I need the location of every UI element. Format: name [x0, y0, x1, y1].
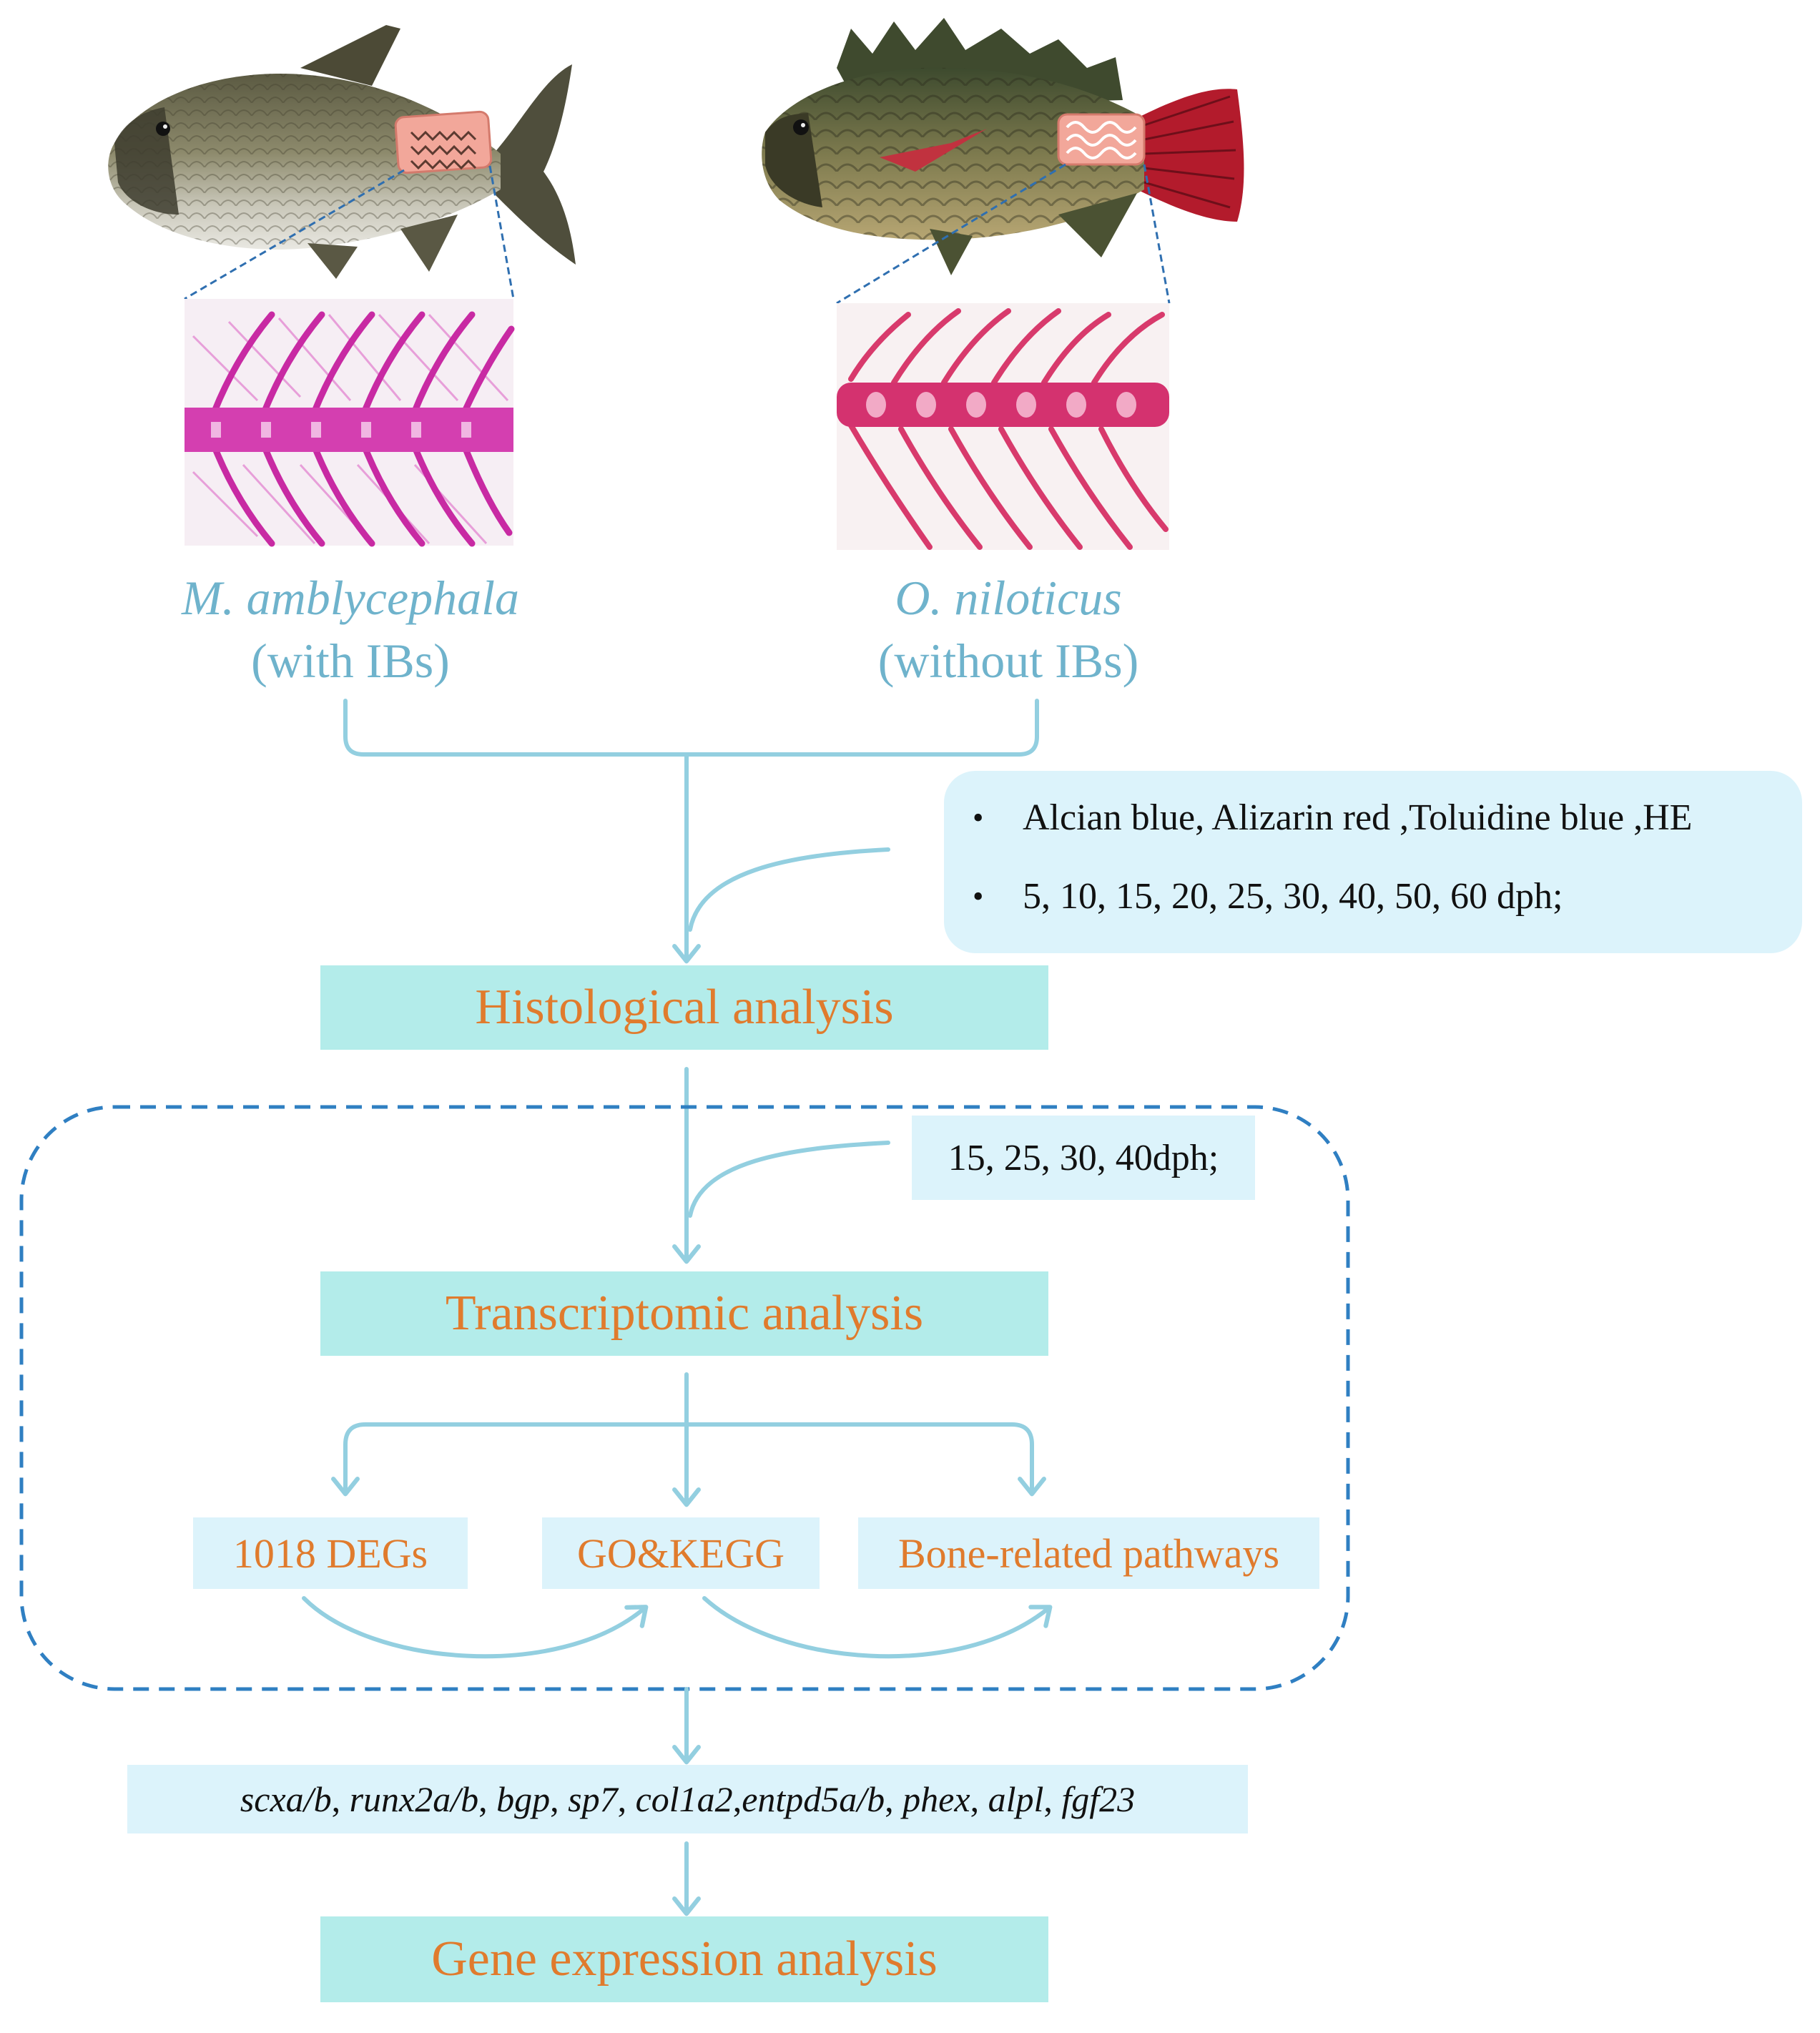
stained-skeleton-image-left	[185, 299, 515, 547]
tilapia-fish-icon	[762, 18, 1244, 275]
staining-methods: Alcian blue, Alizarin red ,Toluidine blu…	[1023, 797, 1693, 838]
bone-pathways-box: Bone-related pathways	[858, 1517, 1319, 1589]
histological-analysis-title: Histological analysis	[475, 980, 894, 1035]
go-kegg-box: GO&KEGG	[542, 1517, 820, 1589]
species-note: (with IBs)	[251, 634, 450, 688]
stained-skeleton-image-right	[837, 303, 1169, 550]
transcriptome-timepoints: 15, 25, 30, 40dph;	[948, 1137, 1219, 1178]
gene-expression-title: Gene expression analysis	[431, 1931, 938, 1987]
bullet-icon: •	[973, 878, 984, 914]
degs-label: 1018 DEGs	[232, 1530, 428, 1577]
gene-item: alpl	[988, 1779, 1044, 1819]
species-name: O. niloticus	[895, 571, 1122, 625]
species-label-left: M. amblycephala (with IBs)	[93, 566, 608, 692]
histology-timepoints: 5, 10, 15, 20, 25, 30, 40, 50, 60 dph;	[1023, 875, 1563, 917]
transcriptome-branch-connector	[331, 1372, 1046, 1507]
candidate-genes-box: scxa/b, runx2a/b, bgp, sp7, col1a2, entp…	[127, 1765, 1248, 1833]
transcriptome-timepoints-box: 15, 25, 30, 40dph;	[912, 1116, 1255, 1200]
gene-item: entpd5a/b	[742, 1779, 885, 1819]
gene-item: runx2a/b	[349, 1779, 479, 1819]
gene-item: sp7	[568, 1779, 618, 1819]
gene-item: fgf23	[1061, 1779, 1136, 1819]
histology-to-transcriptome-connector	[672, 1067, 890, 1264]
gene-item: bgp	[496, 1779, 551, 1819]
histology-info-panel: • Alcian blue, Alizarin red ,Toluidine b…	[944, 771, 1802, 953]
analysis-chain-connector	[302, 1596, 1053, 1659]
caudal-region-highlight-left	[394, 110, 493, 174]
go-kegg-label: GO&KEGG	[577, 1530, 784, 1577]
species-merge-connector	[343, 699, 1039, 964]
species-label-right: O. niloticus (without IBs)	[751, 566, 1266, 692]
species-note: (without IBs)	[877, 634, 1139, 688]
degs-box: 1018 DEGs	[193, 1517, 468, 1589]
gene-expression-analysis-box: Gene expression analysis	[320, 1916, 1048, 2002]
bullet-icon: •	[973, 799, 984, 835]
bone-pathways-label: Bone-related pathways	[897, 1530, 1280, 1577]
species-name: M. amblycephala	[181, 571, 520, 625]
histological-analysis-box: Histological analysis	[320, 965, 1048, 1050]
transcriptomic-analysis-title: Transcriptomic analysis	[445, 1286, 924, 1341]
transcriptomic-analysis-box: Transcriptomic analysis	[320, 1271, 1048, 1356]
bream-fish-icon	[108, 25, 576, 279]
gene-item: phex	[902, 1779, 970, 1819]
gene-item: scxa/b	[240, 1779, 332, 1819]
caudal-region-highlight-right	[1057, 113, 1146, 166]
gene-item: col1a2	[635, 1779, 733, 1819]
